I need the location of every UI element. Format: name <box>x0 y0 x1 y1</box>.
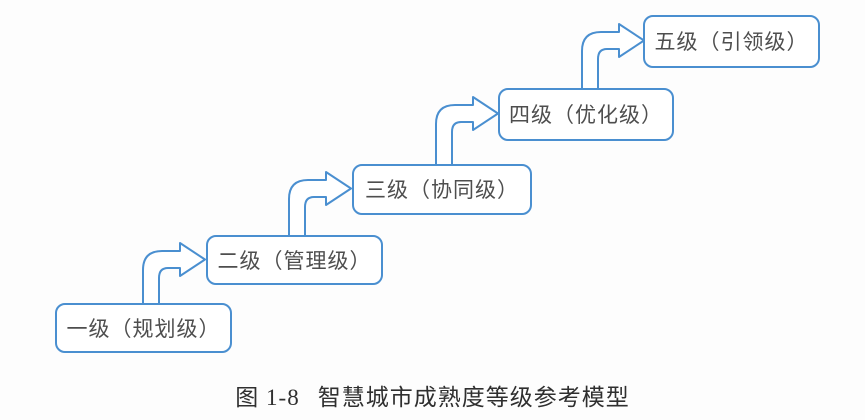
step-arrow-4-icon <box>581 23 645 95</box>
level-box-2: 二级（管理级） <box>206 235 383 285</box>
level-box-3: 三级（协同级） <box>352 164 532 215</box>
step-arrow-1-icon <box>142 242 206 314</box>
level-box-1: 一级（规划级） <box>55 303 232 353</box>
figure-caption: 图 1-8 智慧城市成熟度等级参考模型 <box>0 378 865 412</box>
figure-number: 图 1-8 <box>235 385 300 410</box>
level-box-5: 五级（引领级） <box>643 15 820 68</box>
level-3-label: 三级（协同级） <box>365 178 519 202</box>
level-5-label: 五级（引领级） <box>654 30 809 54</box>
level-box-4: 四级（优化级） <box>498 88 674 141</box>
step-arrow-2-icon <box>288 171 352 243</box>
level-4-label: 四级（优化级） <box>509 103 663 127</box>
figure-title: 智慧城市成熟度等级参考模型 <box>317 385 630 410</box>
step-arrow-3-icon <box>435 96 499 168</box>
level-2-label: 二级（管理级） <box>217 248 372 273</box>
level-1-label: 一级（规划级） <box>66 316 221 341</box>
